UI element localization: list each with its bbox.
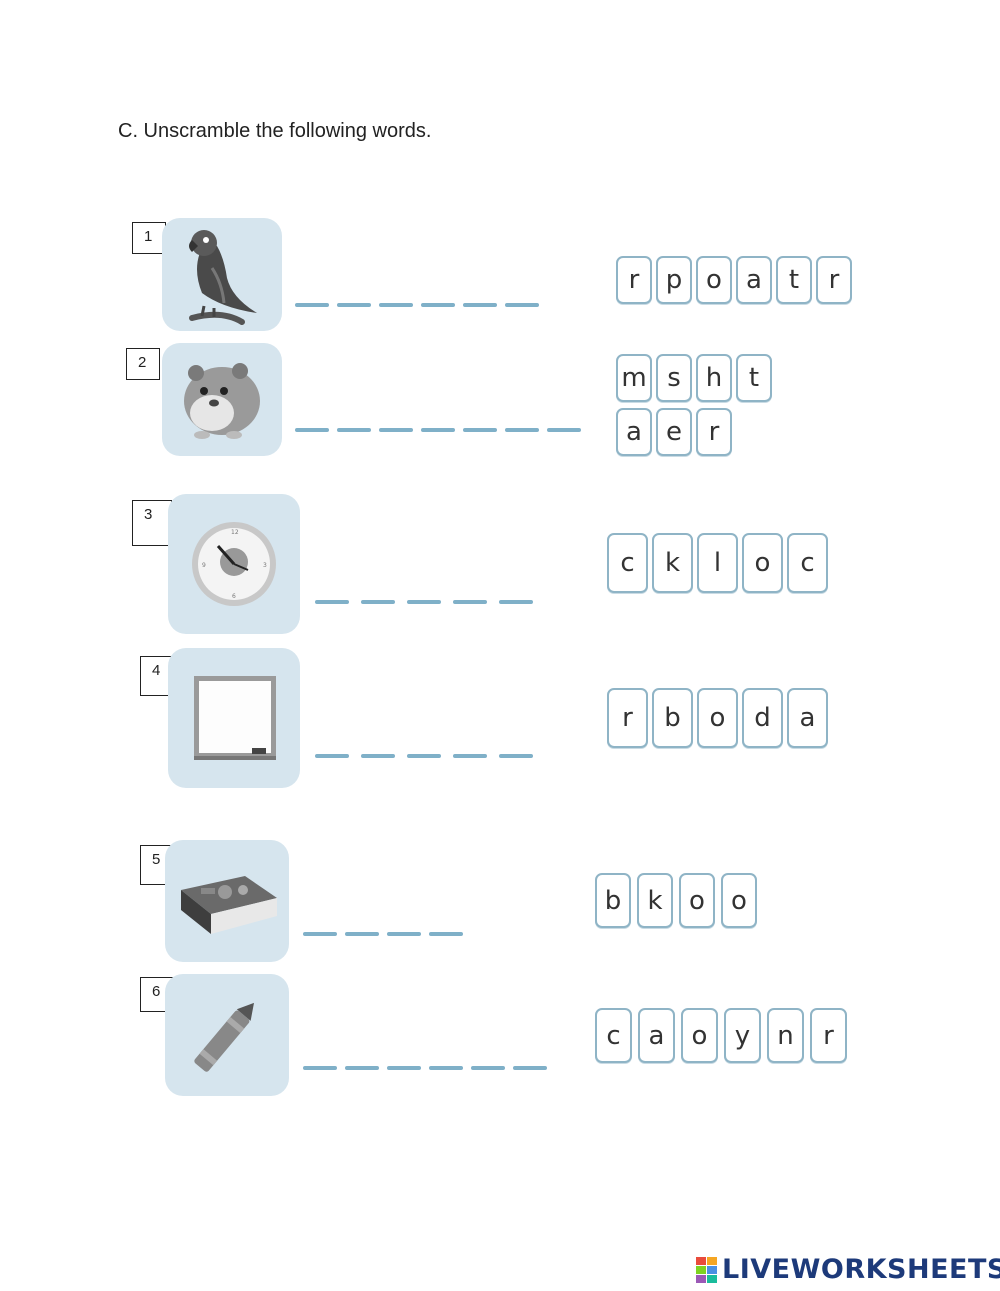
answer-blanks-3[interactable]: [315, 600, 533, 604]
logo-mark-icon: [696, 1256, 717, 1283]
letter-tile: a: [736, 256, 772, 304]
picture-parrot: [162, 218, 282, 331]
logo-text: LIVEWORKSHEETS: [722, 1254, 1000, 1285]
svg-text:9: 9: [202, 562, 206, 569]
letter-tile: r: [810, 1008, 847, 1063]
letter-tile: a: [787, 688, 828, 748]
letter-tile: p: [656, 256, 692, 304]
svg-text:3: 3: [263, 562, 267, 569]
whiteboard-icon: [194, 676, 276, 760]
letter-tile: t: [736, 354, 772, 402]
letter-tile: r: [607, 688, 648, 748]
hamster-icon: [184, 363, 260, 439]
letter-tile: l: [697, 533, 738, 593]
letter-tile: b: [652, 688, 693, 748]
letter-tile: k: [637, 873, 673, 928]
letter-tile: o: [697, 688, 738, 748]
letter-tile: o: [721, 873, 757, 928]
liveworksheets-logo: LIVEWORKSHEETS: [696, 1254, 1000, 1285]
letter-tile: b: [595, 873, 631, 928]
letter-tile: a: [638, 1008, 675, 1063]
letter-tiles-4: r b o d a: [607, 688, 828, 748]
letter-tile: c: [787, 533, 828, 593]
book-icon: [181, 876, 277, 934]
letter-tile: s: [656, 354, 692, 402]
picture-book: [165, 840, 289, 962]
letter-tile: o: [696, 256, 732, 304]
answer-blanks-4[interactable]: [315, 754, 533, 758]
clock-icon: 12 3 6 9: [192, 522, 276, 606]
letter-tile: c: [607, 533, 648, 593]
crayon-icon: [194, 1002, 254, 1072]
letter-tile: n: [767, 1008, 804, 1063]
letter-tile: a: [616, 408, 652, 456]
letter-tile: e: [656, 408, 692, 456]
svg-text:6: 6: [232, 593, 236, 600]
letter-tiles-2-row2: a e r: [616, 408, 732, 456]
picture-hamster: [162, 343, 282, 456]
letter-tile: h: [696, 354, 732, 402]
letter-tile: o: [681, 1008, 718, 1063]
answer-blanks-2[interactable]: [295, 428, 581, 432]
letter-tiles-1: r p o a t r: [616, 256, 852, 304]
item-number-3: 3: [132, 500, 172, 546]
letter-tile: r: [616, 256, 652, 304]
letter-tile: t: [776, 256, 812, 304]
letter-tile: r: [816, 256, 852, 304]
letter-tiles-6: c a o y n r: [595, 1008, 847, 1063]
letter-tile: y: [724, 1008, 761, 1063]
answer-blanks-5[interactable]: [303, 932, 463, 936]
letter-tiles-3: c k l o c: [607, 533, 828, 593]
answer-blanks-6[interactable]: [303, 1066, 547, 1070]
letter-tile: k: [652, 533, 693, 593]
letter-tile: c: [595, 1008, 632, 1063]
svg-text:12: 12: [231, 529, 239, 536]
letter-tiles-5: b k o o: [595, 873, 757, 928]
answer-blanks-1[interactable]: [295, 303, 539, 307]
instruction-text: C. Unscramble the following words.: [118, 120, 432, 142]
letter-tile: r: [696, 408, 732, 456]
letter-tile: o: [742, 533, 783, 593]
letter-tile: o: [679, 873, 715, 928]
item-number-1: 1: [132, 222, 166, 254]
letter-tile: m: [616, 354, 652, 402]
picture-clock: 12 3 6 9: [168, 494, 300, 634]
picture-whiteboard: [168, 648, 300, 788]
item-number-2: 2: [126, 348, 160, 380]
letter-tile: d: [742, 688, 783, 748]
parrot-icon: [189, 230, 257, 325]
letter-tiles-2-row1: m s h t: [616, 354, 772, 402]
picture-crayon: [165, 974, 289, 1096]
